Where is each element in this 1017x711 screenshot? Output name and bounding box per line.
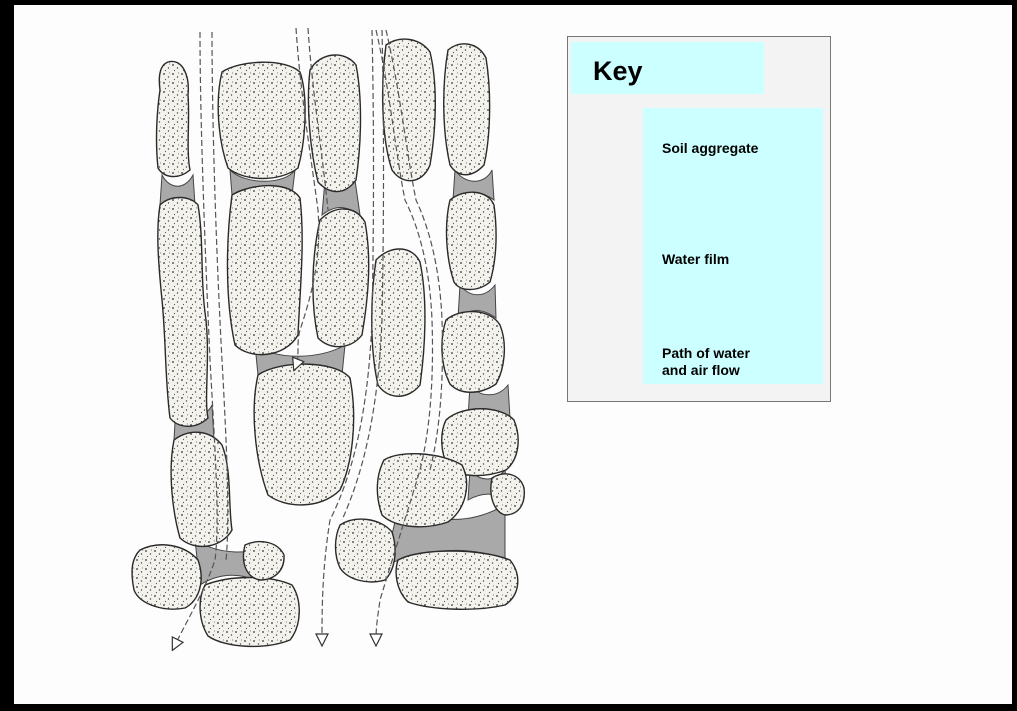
aggregate <box>200 578 299 647</box>
key-title: Key <box>593 56 643 87</box>
key-label-water-film: Water film <box>662 251 729 268</box>
aggregate <box>157 61 190 176</box>
aggregate <box>254 364 353 505</box>
aggregate <box>372 249 425 396</box>
aggregate <box>377 454 466 527</box>
aggregate <box>396 551 518 609</box>
aggregate <box>243 542 284 580</box>
aggregate <box>227 186 302 355</box>
soil-aggregate-layer <box>132 39 524 646</box>
aggregate <box>171 432 232 546</box>
aggregate <box>218 62 305 178</box>
aggregate <box>491 474 524 515</box>
key-header: Key <box>571 42 764 94</box>
aggregate <box>313 209 369 347</box>
aggregate <box>442 312 504 393</box>
key-label-soil-aggregate: Soil aggregate <box>662 140 758 157</box>
aggregate <box>444 44 490 175</box>
aggregate <box>158 198 208 427</box>
aggregate <box>447 192 497 289</box>
aggregate <box>336 519 396 582</box>
key-label-flow-path: Path of water and air flow <box>662 345 750 379</box>
aggregate <box>132 545 201 609</box>
aggregate <box>308 55 360 192</box>
